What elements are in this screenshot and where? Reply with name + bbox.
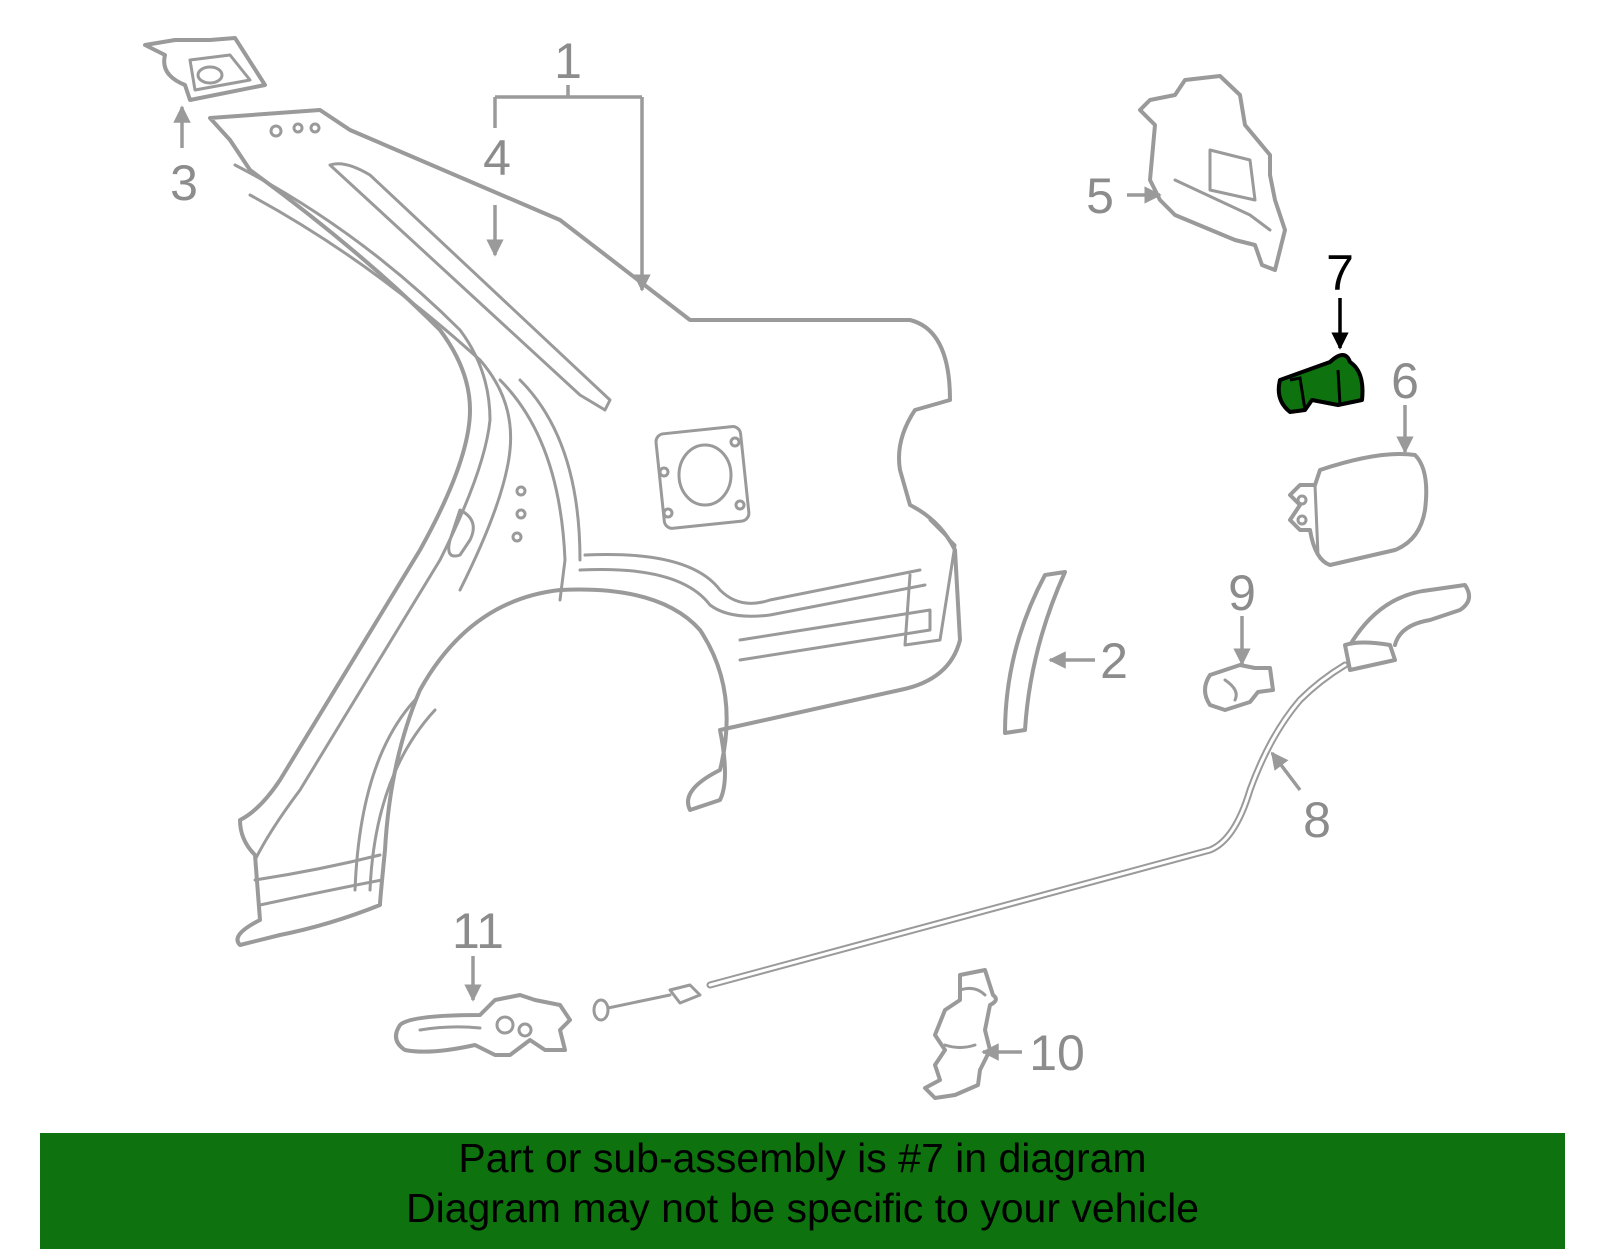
bracket-part-3[interactable] (143, 36, 267, 102)
callout-10: 10 (1029, 1025, 1085, 1081)
callout-8: 8 (1303, 792, 1331, 848)
callout-4: 4 (483, 130, 511, 186)
banner-line-1: Part or sub-assembly is #7 in diagram (458, 1135, 1147, 1181)
callout-7: 7 (1326, 245, 1354, 301)
callout-9: 9 (1228, 565, 1256, 621)
banner-line-2: Diagram may not be specific to your vehi… (405, 1185, 1199, 1231)
cable-part-8[interactable] (592, 583, 1471, 1022)
quarter-panel[interactable] (208, 108, 962, 947)
fuel-lid-part-7[interactable] (1276, 353, 1365, 414)
callout-1: 1 (554, 33, 582, 89)
callout-2: 2 (1100, 633, 1128, 689)
callout-11: 11 (452, 903, 504, 959)
fuel-door-part-6[interactable] (1288, 452, 1429, 567)
lever-part-11[interactable] (394, 993, 572, 1057)
info-banner: Part or sub-assembly is #7 in diagram Di… (40, 1133, 1565, 1249)
clip-part-9[interactable] (1203, 663, 1275, 712)
molding-part-2[interactable] (1003, 570, 1067, 735)
callout-6: 6 (1391, 353, 1419, 409)
inner-panel-part-5[interactable] (1138, 74, 1287, 272)
callout-3: 3 (170, 155, 198, 211)
callout-5: 5 (1086, 168, 1114, 224)
latch-part-10[interactable] (923, 968, 998, 1100)
callout-labels: 1 2 3 4 5 6 7 8 9 10 11 (170, 33, 1419, 1081)
leader-lines (173, 85, 1414, 1061)
